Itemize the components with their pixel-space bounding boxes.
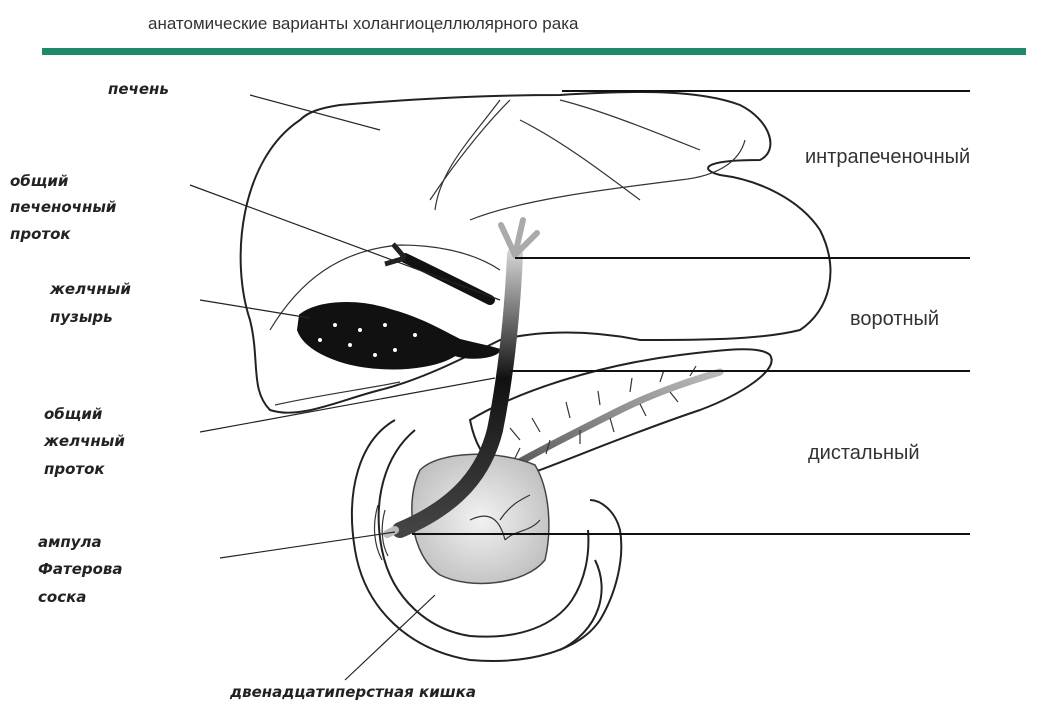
leader-gallbladder bbox=[200, 300, 310, 318]
label-duodenum: двенадцатиперстная кишка bbox=[229, 683, 476, 701]
label-gallbladder-1: желчный bbox=[49, 280, 131, 298]
leader-liver bbox=[250, 95, 380, 130]
liver-lobe-line bbox=[470, 140, 745, 220]
liver-outline bbox=[241, 92, 831, 413]
label-ampulla-3: соска bbox=[38, 588, 86, 606]
zone-label-intrahepatic: интрапеченочный bbox=[805, 146, 970, 168]
label-ampulla-1: ампула bbox=[38, 533, 102, 551]
label-common-bile-duct-1: общий bbox=[44, 405, 103, 423]
cystic-duct bbox=[405, 258, 490, 300]
label-common-bile-duct-2: желчный bbox=[43, 432, 125, 450]
label-common-hepatic-duct-1: общий bbox=[10, 172, 69, 190]
label-liver: печень bbox=[108, 80, 169, 98]
liver-lobe-line bbox=[560, 100, 700, 150]
label-common-bile-duct-3: проток bbox=[44, 460, 105, 478]
liver-lobe-line bbox=[275, 382, 400, 405]
label-common-hepatic-duct-3: проток bbox=[10, 225, 71, 243]
label-common-hepatic-duct-2: печеночный bbox=[10, 198, 117, 216]
leader-common-hepatic-duct bbox=[190, 185, 500, 300]
duodenum-tail bbox=[560, 560, 602, 650]
leader-common-bile-duct bbox=[200, 378, 495, 432]
label-gallbladder-2: пузырь bbox=[50, 308, 113, 326]
gallbladder bbox=[298, 303, 500, 368]
label-ampulla-2: Фатерова bbox=[38, 560, 123, 578]
zone-label-hilar: воротный bbox=[850, 308, 939, 330]
leader-ampulla bbox=[220, 532, 395, 558]
leader-duodenum bbox=[345, 595, 435, 680]
zone-label-distal: дистальный bbox=[808, 442, 920, 464]
hepatic-duct-branches bbox=[501, 220, 537, 255]
liver-lobe-line bbox=[435, 100, 500, 210]
